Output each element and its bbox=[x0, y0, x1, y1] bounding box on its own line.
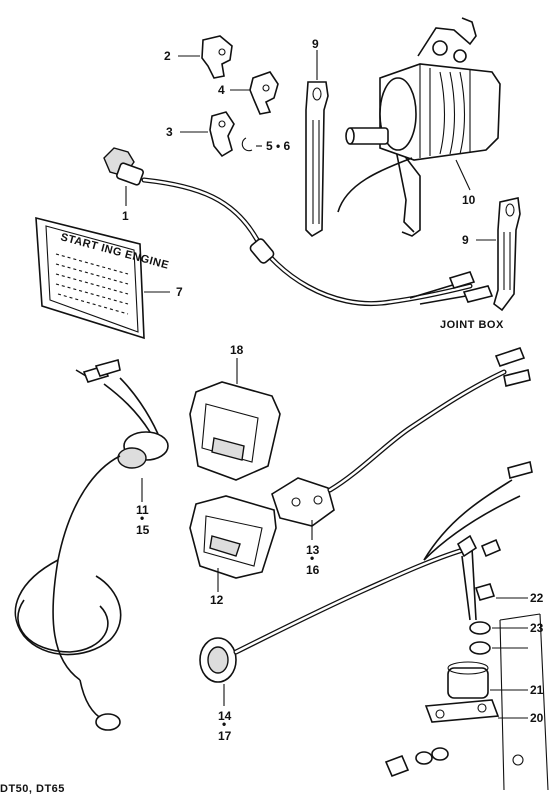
callout-17: 17 bbox=[218, 729, 232, 743]
callout-22: 23 bbox=[530, 621, 544, 635]
callout-8: 9 bbox=[312, 37, 319, 51]
part-13-switch bbox=[271, 347, 531, 540]
part-10-solenoid bbox=[337, 17, 501, 237]
callout-20: 21 bbox=[530, 683, 544, 697]
callout-14-dot: • bbox=[222, 717, 226, 731]
part-14-connector bbox=[199, 461, 533, 706]
callout-18: 18 bbox=[230, 343, 244, 357]
relay-assembly bbox=[384, 534, 549, 791]
part-9-strap bbox=[476, 197, 521, 312]
part-2-clip bbox=[178, 35, 233, 79]
part-3-clip bbox=[180, 111, 235, 158]
callout-12: 12 bbox=[210, 593, 224, 607]
part-7-decal: START ING ENGINE bbox=[35, 216, 170, 340]
joint-box-label: JOINT BOX bbox=[440, 319, 504, 331]
callout-19: 20 bbox=[530, 711, 544, 725]
callout-5-6: 5 • 6 bbox=[266, 139, 291, 153]
callout-13: 13 bbox=[306, 543, 320, 557]
part-11-switch bbox=[14, 359, 169, 731]
callout-16: 16 bbox=[306, 563, 320, 577]
callout-21: 22 bbox=[530, 591, 544, 605]
callout-1: 1 bbox=[122, 209, 129, 223]
callout-15: 15 bbox=[136, 523, 150, 537]
callout-11: 11 bbox=[136, 503, 149, 517]
callout-2: 2 bbox=[164, 49, 171, 63]
callout-9-visible: 9 bbox=[462, 233, 469, 247]
callout-4: 4 bbox=[218, 83, 225, 97]
part-1-switch bbox=[103, 147, 494, 306]
callout-14: 14 bbox=[218, 709, 232, 723]
callout-3: 3 bbox=[166, 125, 173, 139]
part-12-switch-plate bbox=[189, 495, 277, 592]
callout-11-dot: • bbox=[140, 511, 144, 525]
part-18-switch-housing bbox=[189, 358, 281, 481]
callout-10: 10 bbox=[462, 193, 476, 207]
callout-13-dot: • bbox=[310, 551, 314, 565]
part-8-strap bbox=[305, 50, 329, 238]
callout-7: 7 bbox=[176, 285, 183, 299]
part-4-clip bbox=[230, 71, 279, 115]
model-caption: DT50, DT65 bbox=[0, 783, 65, 795]
part-5-6-ring bbox=[241, 137, 262, 152]
